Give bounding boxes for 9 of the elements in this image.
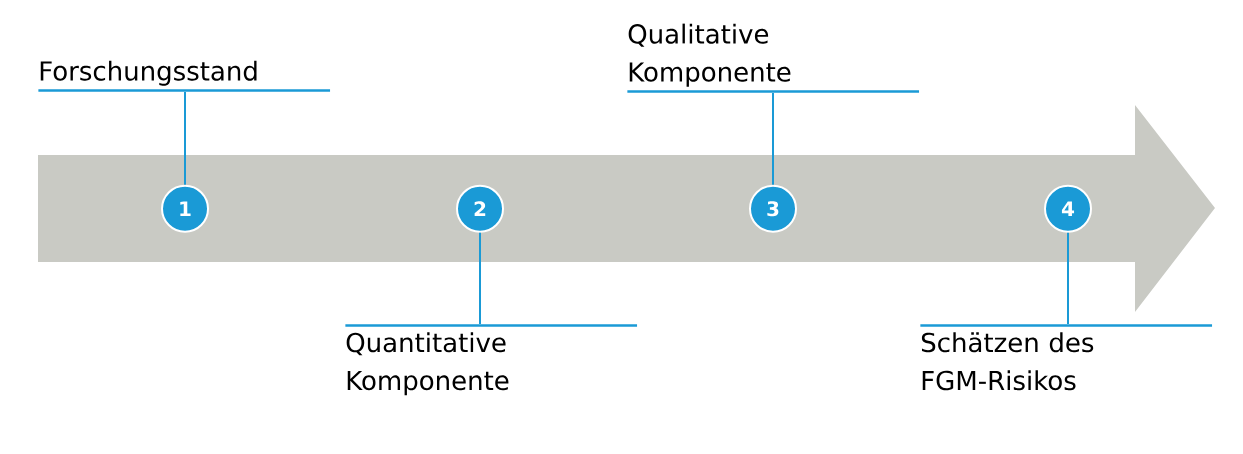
label-with-rule: Forschungsstand (38, 60, 331, 92)
leader-line (1067, 231, 1069, 325)
label-with-rule: Schätzen des FGM-Risikos (920, 324, 1213, 391)
label-with-rule: Quantitative Komponente (345, 324, 638, 396)
leader-line (184, 91, 186, 186)
timeline-arrow (38, 105, 1215, 312)
leader-line (772, 92, 774, 186)
leader-line (479, 231, 481, 325)
label-with-rule: Qualitative Komponente (627, 23, 920, 93)
